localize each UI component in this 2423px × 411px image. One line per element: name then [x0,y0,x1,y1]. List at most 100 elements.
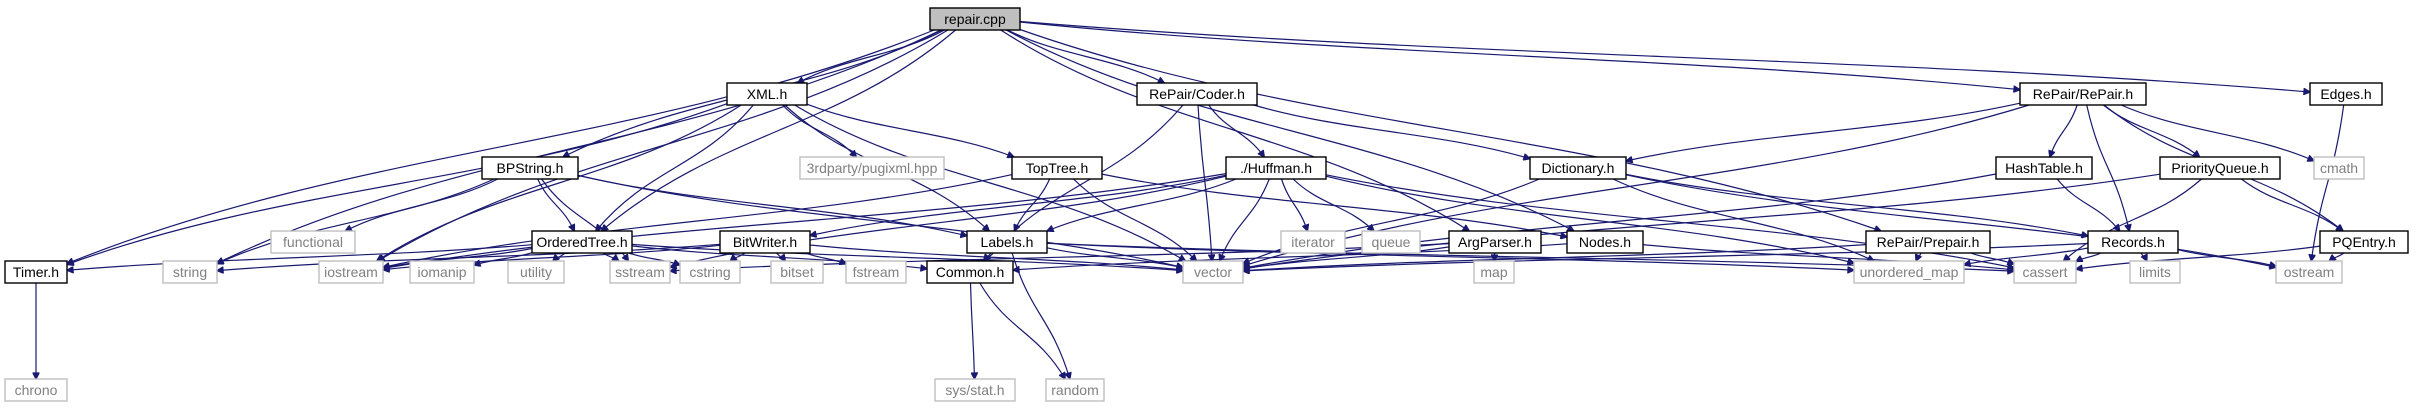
node-nodes-h[interactable]: Nodes.h [1566,230,1644,254]
node-box [1473,260,1515,284]
edge-repair-repair-h-to-priorityqueue-h [2103,104,2199,157]
node-label: PriorityQueue.h [2171,160,2268,176]
edge-records-h-to-limits [2140,252,2147,261]
node-label: ArgParser.h [1458,234,1532,250]
edge-labels-h-to-random [1011,252,1070,379]
edge-common-h-to-sys-stat-h [969,282,975,379]
node-label: XML.h [747,86,787,102]
edge-repair-cpp-to-timer-h [67,29,935,264]
edge-bitwriter-h-to-fstream [805,252,846,264]
edge-toptree-h-to-labels-h [1014,178,1051,231]
node-box [481,156,579,180]
edge-repair-repair-h-to-hashtable-h [2050,104,2078,157]
edge-toptree-h-to-iostream [383,174,1013,268]
node-dictionary-h[interactable]: Dictionary.h [1529,156,1627,180]
node-label: iterator [1291,234,1335,250]
edge-repair-prepair-h-to-unordered-map [1916,252,1921,261]
edge-hashtable-h-to-records-h [2056,178,2120,231]
edge-repair-cpp-to-orderedtree-h [601,29,956,231]
node-priorityqueue-h[interactable]: PriorityQueue.h [2159,156,2281,180]
edge-labels-h-to-common-h [984,252,994,261]
edge-common-h-to-random [979,282,1065,379]
node-label: string [173,264,207,280]
node-xml-h[interactable]: XML.h [726,82,808,106]
node-box [1566,230,1644,254]
node-labels-h[interactable]: Labels.h [966,230,1048,254]
node-box [799,156,945,180]
node-box [531,230,633,254]
node-label: Dictionary.h [1542,160,1615,176]
node-box [929,7,1021,31]
node-records-h[interactable]: Records.h [2087,230,2179,254]
node-map: map [1473,260,1515,284]
edge-orderedtree-h-to-timer-h [67,244,533,271]
node-random: random [1045,378,1105,402]
node-hashtable-h[interactable]: HashTable.h [1995,156,2093,180]
edge-xml-h-to-orderedtree-h [596,104,754,231]
edge-huffman-h-to-labels-h [1047,178,1237,231]
node-iomanip: iomanip [409,260,475,284]
node-box [1865,230,1991,254]
edge-labels-h-to-unordered-map [1046,242,1854,270]
node-label: ./Huffman.h [1240,160,1312,176]
edge-hashtable-h-to-vector [1243,173,1997,268]
edge-records-h-to-ostream [2177,249,2276,267]
node-argparser-h[interactable]: ArgParser.h [1448,230,1542,254]
node-box [1182,260,1244,284]
node-label: random [1051,382,1098,398]
node-timer-h[interactable]: Timer.h [4,260,68,284]
node-label: iostream [324,264,378,280]
node-box [719,230,811,254]
node-repair-cpp[interactable]: repair.cpp [929,7,1021,31]
node-box [507,260,565,284]
node-label: Nodes.h [1579,234,1631,250]
edge-bitwriter-h-to-string [217,243,721,270]
node-fstream: fstream [845,260,907,284]
node-label: fstream [853,264,900,280]
node-cmath: cmath [2313,156,2365,180]
node-repair-repair-h[interactable]: RePair/RePair.h [2019,82,2147,106]
edge-huffman-h-to-unordered-map [1325,175,1854,263]
node-unordered-map: unordered_map [1853,260,1965,284]
edge-xml-h-to-vector [794,104,1186,261]
node-orderedtree-h[interactable]: OrderedTree.h [531,230,633,254]
node-utility: utility [507,260,565,284]
node-label: functional [283,234,343,250]
node-box [934,378,1016,402]
edge-repair-prepair-h-to-cassert [1970,252,2014,264]
edge-records-h-to-cassert [2076,252,2101,261]
node-huffman-h[interactable]: ./Huffman.h [1225,156,1327,180]
node-label: iomanip [417,264,466,280]
node-label: repair.cpp [944,11,1006,27]
node-repair-coder-h[interactable]: RePair/Coder.h [1136,82,1258,106]
edge-repair-cpp-to-xml-h [798,29,945,83]
node-label: Common.h [936,264,1004,280]
node-bitwriter-h[interactable]: BitWriter.h [719,230,811,254]
edge-xml-h-to-toptree-h [806,103,1014,157]
node-toptree-h[interactable]: TopTree.h [1011,156,1103,180]
node-box [1280,230,1346,254]
edge-repair-cpp-to-string [217,29,942,263]
edge-repair-cpp-to-repair-prepair-h [1019,28,1881,232]
edge-edges-h-to-ostream [2311,104,2345,261]
node-box [1853,260,1965,284]
node-iterator: iterator [1280,230,1346,254]
edge-bitwriter-h-to-vector [809,244,1183,270]
node-box [2313,156,2365,180]
node-pqentry-h[interactable]: PQEntry.h [2319,230,2409,254]
node-repair-prepair-h[interactable]: RePair/Prepair.h [1865,230,1991,254]
node-common-h[interactable]: Common.h [926,260,1014,284]
edge-repair-repair-h-to-vector [1243,104,2030,266]
node-label: limits [2139,264,2171,280]
node-box [2129,260,2181,284]
node-label: Timer.h [13,264,59,280]
node-box [1136,82,1258,106]
node-box [1011,156,1103,180]
edge-bpstring-h-to-string [217,178,495,264]
node-edges-h[interactable]: Edges.h [2309,82,2383,106]
node-box [2019,82,2147,106]
edge-orderedtree-h-to-iomanip [474,252,533,265]
node-bpstring-h[interactable]: BPString.h [481,156,579,180]
edge-xml-h-to-timer-h [67,103,728,265]
